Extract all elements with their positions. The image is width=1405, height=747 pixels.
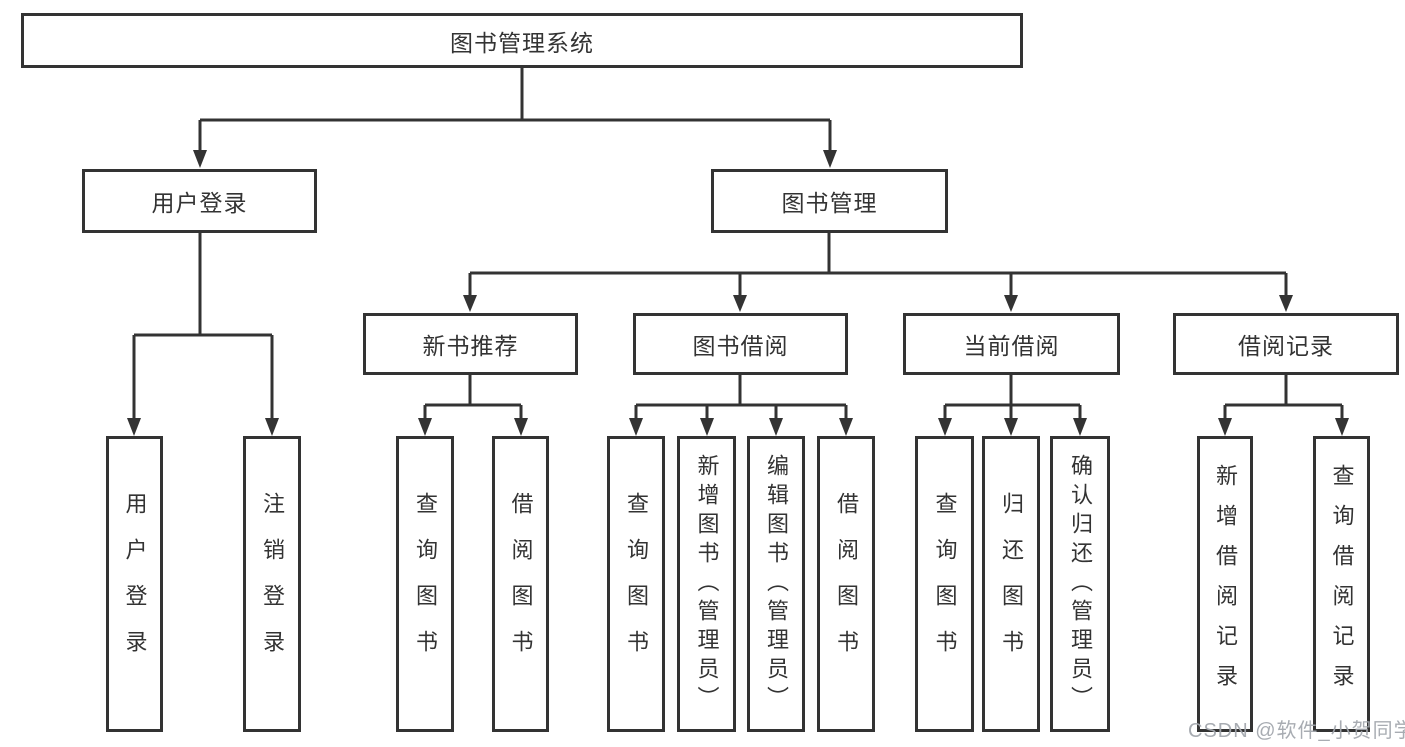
leaf-cb-query-book-label: 查询图书 <box>932 492 958 676</box>
node-book-borrow-label: 图书借阅 <box>692 333 789 359</box>
node-book-management: 图书管理 <box>711 169 948 233</box>
leaf-cb-query-book: 查询图书 <box>915 436 974 732</box>
leaf-bb-query-book: 查询图书 <box>607 436 665 732</box>
leaf-bb-edit-book: 编辑图书（管理员） <box>747 436 805 732</box>
leaf-cb-confirm-return: 确认归还（管理员） <box>1050 436 1110 732</box>
leaf-logout: 注销登录 <box>243 436 301 732</box>
node-current-borrow: 当前借阅 <box>903 313 1120 375</box>
node-borrow-record-label: 借阅记录 <box>1238 333 1334 359</box>
leaf-nb-query-book-label: 查询图书 <box>413 492 438 676</box>
leaf-cb-return-book: 归还图书 <box>982 436 1040 732</box>
leaf-cb-return-book-label: 归还图书 <box>999 492 1024 676</box>
arrowheads <box>127 150 1349 436</box>
node-book-borrow: 图书借阅 <box>633 313 848 375</box>
node-new-book-recommend: 新书推荐 <box>363 313 578 375</box>
leaf-user-login-label: 用户登录 <box>122 492 148 676</box>
leaf-bb-add-book-label: 新增图书（管理员） <box>694 453 720 715</box>
leaf-bb-borrow-book: 借阅图书 <box>817 436 875 732</box>
node-user-login: 用户登录 <box>82 169 317 233</box>
node-current-borrow-label: 当前借阅 <box>963 333 1060 359</box>
node-root: 图书管理系统 <box>21 13 1023 68</box>
leaf-br-query-record-label: 查询借阅记录 <box>1329 464 1355 704</box>
leaf-nb-borrow-book: 借阅图书 <box>492 436 549 732</box>
node-book-management-label: 图书管理 <box>781 190 878 216</box>
leaf-logout-label: 注销登录 <box>260 492 285 676</box>
node-new-book-recommend-label: 新书推荐 <box>422 333 519 359</box>
node-borrow-record: 借阅记录 <box>1173 313 1399 375</box>
leaf-bb-query-book-label: 查询图书 <box>624 492 649 676</box>
leaf-cb-confirm-return-label: 确认归还（管理员） <box>1068 453 1093 715</box>
leaf-br-add-record-label: 新增借阅记录 <box>1213 464 1238 704</box>
leaf-nb-borrow-book-label: 借阅图书 <box>508 492 534 676</box>
leaf-bb-add-book: 新增图书（管理员） <box>677 436 736 732</box>
leaf-nb-query-book: 查询图书 <box>396 436 454 732</box>
leaf-bb-edit-book-label: 编辑图书（管理员） <box>764 453 789 715</box>
leaf-br-query-record: 查询借阅记录 <box>1313 436 1370 732</box>
watermark: CSDN @软件_小贺同学 <box>1188 720 1405 742</box>
node-root-label: 图书管理系统 <box>450 29 594 56</box>
leaf-br-add-record: 新增借阅记录 <box>1197 436 1253 732</box>
leaf-user-login: 用户登录 <box>106 436 163 732</box>
leaf-bb-borrow-book-label: 借阅图书 <box>834 492 859 676</box>
node-user-login-label: 用户登录 <box>151 190 248 216</box>
